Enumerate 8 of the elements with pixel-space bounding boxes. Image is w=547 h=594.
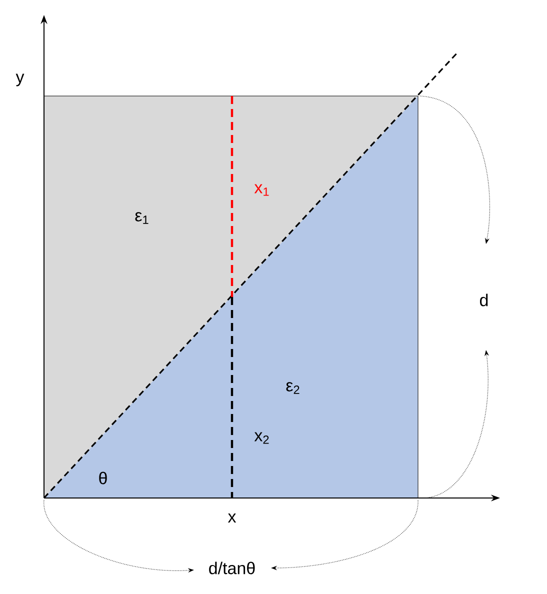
dimension-label: d — [480, 294, 488, 306]
dimension-label: d/tanθ — [209, 562, 255, 574]
axis-label: y — [16, 74, 24, 86]
shaded-region: ε$_{2}$ — [286, 382, 300, 394]
segment-label: x$_{1}$ — [254, 184, 269, 196]
segment-label: x$_{2}$ — [254, 432, 269, 444]
axis-label: x — [228, 514, 236, 522]
angle-label: θ — [99, 472, 107, 484]
